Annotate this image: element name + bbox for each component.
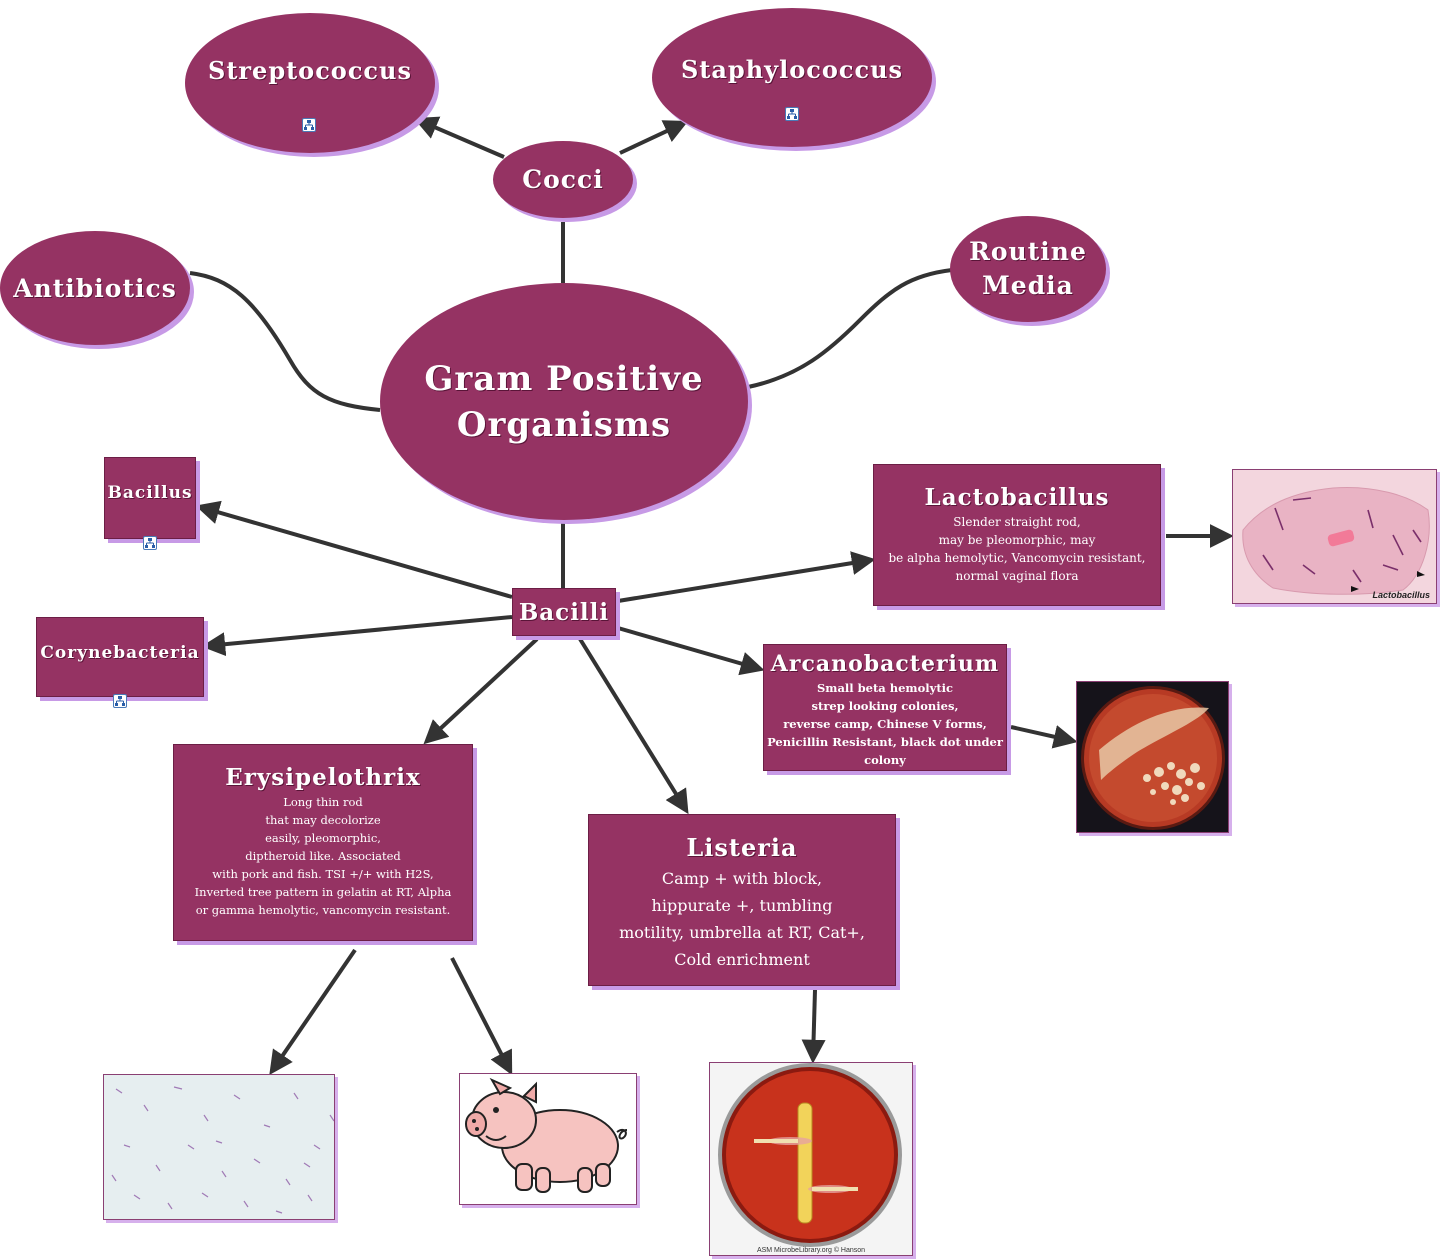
lactobacillus-micrograph: Lactobacillus [1232,469,1437,604]
submap-icon-staphylococcus[interactable] [785,107,799,121]
routine-media-line1: Routine [969,237,1087,266]
erysipelothrix-line-4: diptheroid like. Associated [245,849,401,863]
arcanobacterium-line-3: reverse camp, Chinese V forms, [783,717,987,731]
arrow-bacilli-erysipelothrix [423,637,539,745]
lactobacillus-line-1: Slender straight rod, [953,515,1081,529]
arcanobacterium-line-5: colony [864,753,906,767]
bacilli-node[interactable]: Bacilli [512,588,616,636]
arrow-bacilli-lactobacillus [617,551,876,603]
listeria-plate-image: ASM MicrobeLibrary.org © Hanson [709,1062,913,1256]
erysipelothrix-line-3: easily, pleomorphic, [265,831,381,845]
erysipelothrix-micrograph [103,1074,335,1220]
arrow-bacilli-arcanobacterium [617,626,765,676]
arrow-erysipelothrix-micro-image [269,948,357,1075]
central-node[interactable]: Gram Positive Organisms [380,283,748,520]
streptococcus-node[interactable]: Streptococcus [185,13,435,153]
lactobacillus-title: Lactobacillus [924,484,1110,511]
listeria-node[interactable]: Listeria Camp + with block, hippurate +,… [588,814,896,986]
arcanobacterium-line-1: Small beta hemolytic [816,681,954,695]
bacillus-node[interactable]: Bacillus [104,457,196,539]
staphylococcus-label: Staphylococcus [680,55,904,84]
pig-image [459,1073,637,1205]
lactobacillus-line-4: normal vaginal flora [955,569,1079,583]
listeria-line-4: Cold enrichment [674,950,810,969]
central-title-line1: Gram Positive [424,358,704,399]
erysipelothrix-line-5: with pork and fish. TSI +/+ with H2S, [212,867,434,881]
arrow-listeria-image [801,989,826,1064]
listeria-title: Listeria [686,833,798,862]
lactobacillus-node[interactable]: Lactobacillus Slender straight rod, may … [873,464,1161,606]
lactobacillus-line-3: be alpha hemolytic, Vancomycin resistant… [888,551,1146,565]
bacillus-label: Bacillus [107,483,193,503]
listeria-line-2: hippurate +, tumbling [651,896,833,915]
submap-icon-corynebacteria[interactable] [113,694,127,708]
erysipelothrix-title: Erysipelothrix [225,764,421,791]
arrow-bacilli-bacillus [195,500,513,599]
erysipelothrix-line-6: Inverted tree pattern in gelatin at RT, … [194,885,452,899]
arrow-cocci-staphylococcus [619,120,689,155]
antibiotics-label: Antibiotics [13,273,177,303]
listeria-line-1: Camp + with block, [661,869,823,888]
submap-icon-streptococcus[interactable] [302,118,316,132]
corynebacteria-label: Corynebacteria [40,643,200,663]
arcanobacterium-title: Arcanobacterium [770,651,1000,677]
antibiotics-node[interactable]: Antibiotics [0,231,190,345]
lactobacillus-line-2: may be pleomorphic, may [938,533,1096,547]
erysipelothrix-line-7: or gamma hemolytic, vancomycin resistant… [195,903,451,917]
routine-media-node[interactable]: Routine Media [950,216,1106,322]
submap-icon-bacillus[interactable] [143,536,157,550]
routine-media-line2: Media [982,271,1074,300]
arcanobacterium-plate-image [1076,681,1229,833]
erysipelothrix-node[interactable]: Erysipelothrix Long thin rod that may de… [173,744,473,941]
staphylococcus-node[interactable]: Staphylococcus [652,8,932,147]
central-title-line2: Organisms [456,404,672,445]
lactobacillus-image-caption: Lactobacillus [1372,590,1430,600]
arcanobacterium-node[interactable]: Arcanobacterium Small beta hemolytic str… [763,644,1007,771]
cocci-label: Cocci [522,165,604,194]
arcanobacterium-line-2: strep looking colonies, [811,699,959,713]
arrow-erysipelothrix-pig-image [450,957,513,1076]
bacilli-label: Bacilli [518,598,610,626]
arrow-arcanobacterium-image [1010,725,1078,749]
cocci-node[interactable]: Cocci [493,141,633,218]
corynebacteria-node[interactable]: Corynebacteria [36,617,204,697]
listeria-line-3: motility, umbrella at RT, Cat+, [619,923,865,942]
streptococcus-label: Streptococcus [207,55,412,85]
link-center-antibiotics [189,271,381,412]
link-center-routine-media [747,268,953,389]
arrow-bacilli-listeria [578,637,689,815]
erysipelothrix-line-1: Long thin rod [283,795,363,809]
erysipelothrix-line-2: that may decolorize [265,813,381,827]
arcanobacterium-line-4: Penicillin Resistant, black dot under [767,735,1003,749]
arrow-bacilli-corynebacteria [201,615,513,657]
arrow-cocci-streptococcus [413,116,505,159]
listeria-image-caption: ASM MicrobeLibrary.org © Hanson [756,1247,866,1254]
